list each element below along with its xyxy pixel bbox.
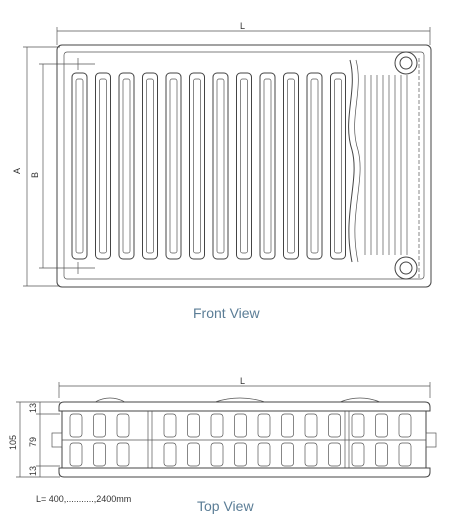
- front-connection-bottom: [394, 256, 418, 280]
- top-fin: [187, 413, 200, 438]
- front-fin: [330, 72, 346, 260]
- front-panel-outline: [56, 44, 432, 288]
- top-depth-dimensions: 105 13 79 13: [8, 401, 60, 478]
- front-fin-inner: [287, 78, 295, 254]
- top-fin: [210, 442, 224, 467]
- top-top-offset-label: 13: [28, 403, 38, 413]
- top-fin: [116, 442, 130, 467]
- front-fin: [212, 72, 229, 260]
- front-fin: [165, 72, 182, 260]
- top-length-label: L: [240, 376, 245, 386]
- front-height-a-dimension: A: [12, 46, 60, 287]
- top-total-depth-label: 105: [8, 435, 18, 450]
- top-length-dimension: L: [58, 376, 431, 398]
- front-view: L A B: [12, 21, 432, 321]
- top-fin: [93, 413, 106, 438]
- top-view: L 105 13 79 13: [8, 376, 437, 514]
- front-fin-inner: [240, 78, 248, 254]
- top-fin: [351, 413, 365, 438]
- top-fin: [328, 442, 341, 467]
- top-fin: [304, 413, 318, 438]
- front-connection-top: [394, 51, 418, 75]
- top-convector-fins: [69, 413, 412, 467]
- front-view-caption: Front View: [193, 305, 261, 321]
- top-fin: [234, 413, 247, 438]
- front-length-label: L: [240, 21, 245, 31]
- top-fin: [69, 442, 83, 467]
- front-convector-fins: [71, 72, 346, 260]
- top-fin: [69, 413, 83, 438]
- front-height-b-dimension: B: [30, 58, 95, 274]
- front-fin: [189, 72, 205, 260]
- front-panel-inner: [63, 51, 425, 280]
- front-fin: [236, 72, 252, 260]
- top-fin: [375, 413, 388, 438]
- front-fin-inner: [169, 78, 178, 254]
- top-fin: [163, 442, 177, 467]
- front-fin-inner: [310, 78, 319, 254]
- front-fin-inner: [216, 78, 225, 254]
- top-view-caption: Top View: [197, 498, 254, 514]
- front-fin: [142, 72, 158, 260]
- top-fin: [257, 442, 271, 467]
- top-fin: [281, 413, 294, 438]
- front-fin: [71, 72, 88, 260]
- front-fin: [95, 72, 111, 260]
- front-fin: [283, 72, 299, 260]
- front-height-b-label: B: [30, 172, 40, 178]
- front-fin: [306, 72, 323, 260]
- length-range-note: L= 400,...........,2400mm: [36, 494, 131, 504]
- top-view-body: [51, 397, 437, 478]
- front-fin-inner: [75, 78, 84, 254]
- top-fin: [375, 442, 388, 467]
- front-fin: [118, 72, 135, 260]
- top-fin: [234, 442, 247, 467]
- front-fin-inner: [334, 78, 342, 254]
- top-fin: [328, 413, 341, 438]
- top-fin: [163, 413, 177, 438]
- top-fin: [187, 442, 200, 467]
- top-inner-depth-label: 79: [28, 437, 38, 447]
- front-fin-inner: [122, 78, 131, 254]
- top-fin: [398, 442, 412, 467]
- front-length-dimension: L: [56, 21, 431, 45]
- top-fin: [351, 442, 365, 467]
- front-fin: [259, 72, 276, 260]
- front-cutaway-line: [348, 59, 355, 263]
- top-fin: [93, 442, 106, 467]
- front-fin-inner: [193, 78, 201, 254]
- front-fin-inner: [146, 78, 154, 254]
- top-fin: [116, 413, 130, 438]
- top-fin: [304, 442, 318, 467]
- top-fin: [210, 413, 224, 438]
- top-bottom-offset-label: 13: [28, 466, 38, 476]
- front-cutaway-line-2: [354, 59, 361, 263]
- front-height-a-label: A: [12, 168, 22, 174]
- top-fin: [281, 442, 294, 467]
- front-fin-inner: [99, 78, 107, 254]
- top-fin: [398, 413, 412, 438]
- front-fin-inner: [263, 78, 272, 254]
- front-rear-fins: [364, 75, 408, 255]
- top-fin: [257, 413, 271, 438]
